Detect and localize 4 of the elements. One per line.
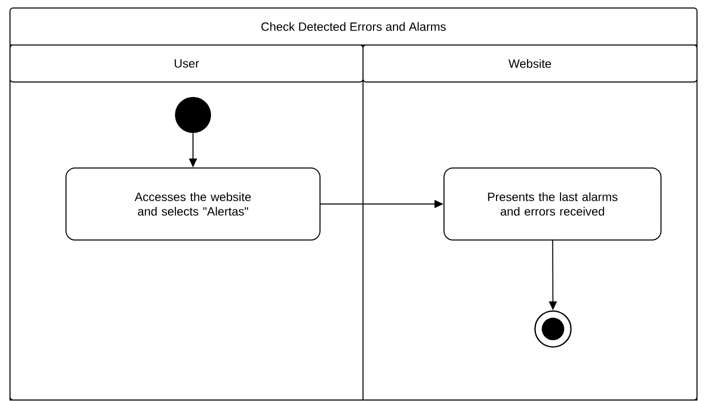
final-node	[534, 310, 572, 348]
activity-box: Presents the last alarms and errors received	[444, 168, 662, 240]
activity-box: Accesses the website and selects "Alertas"	[66, 168, 320, 240]
initial-node	[175, 97, 211, 133]
